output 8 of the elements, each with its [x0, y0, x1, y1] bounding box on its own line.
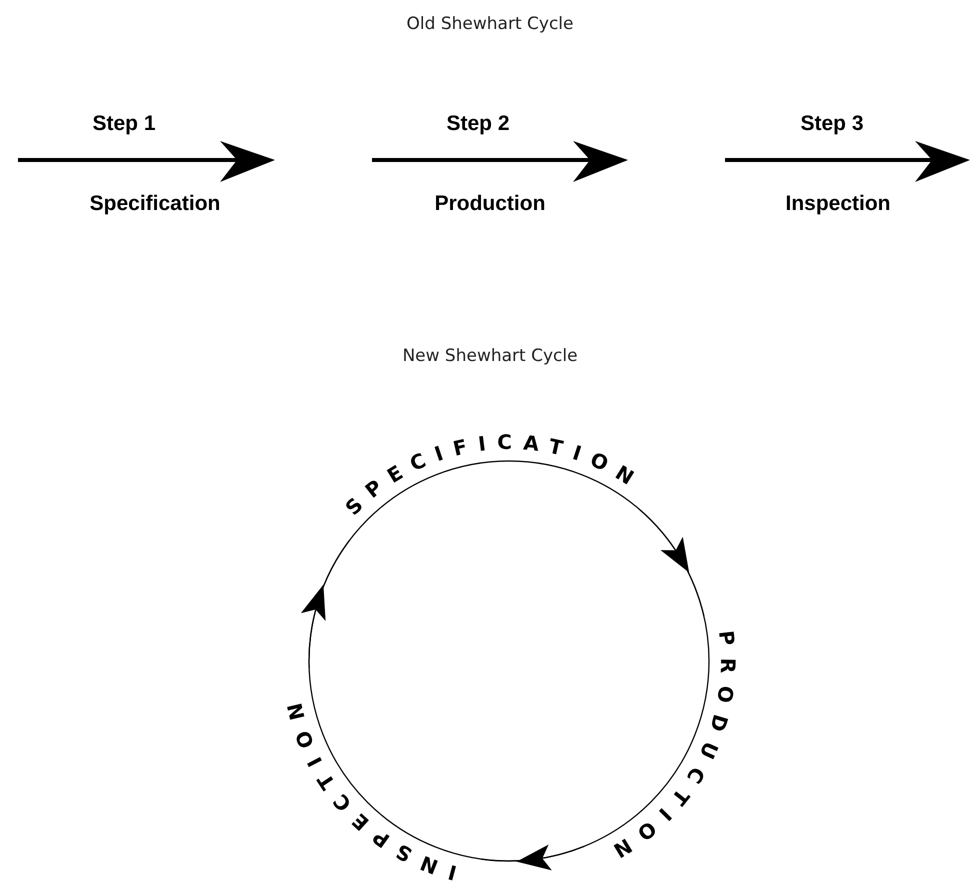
- section-heading: Old Shewhart Cycle: [406, 14, 574, 34]
- step-name: Inspection: [786, 192, 890, 216]
- section-heading: New Shewhart Cycle: [402, 346, 578, 366]
- step-name: Specification: [90, 192, 220, 216]
- step-name: Production: [434, 192, 546, 216]
- step-number: Step 2: [446, 112, 510, 136]
- step-number: Step 1: [92, 112, 156, 136]
- step-number: Step 3: [800, 112, 864, 136]
